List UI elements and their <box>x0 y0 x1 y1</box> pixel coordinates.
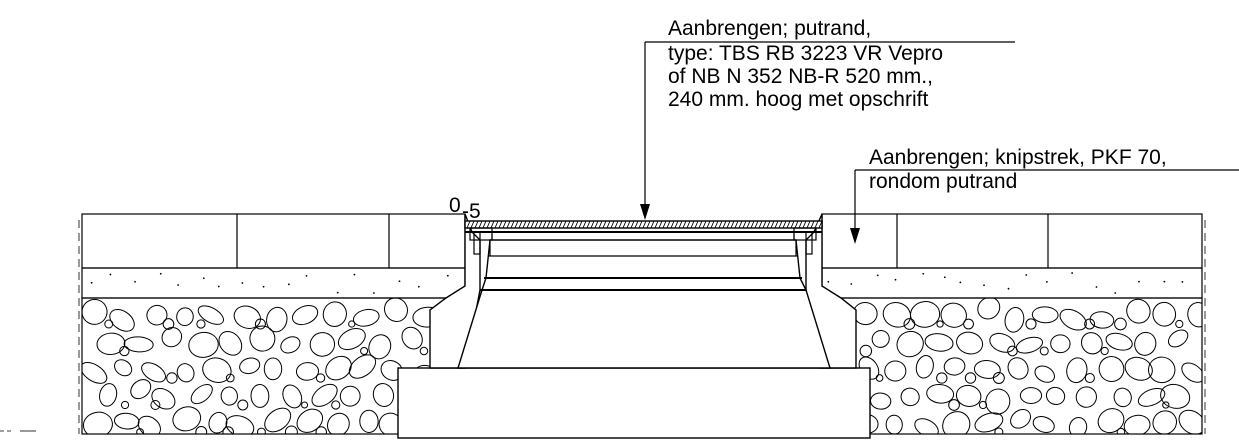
right-paving-stones <box>821 213 1203 269</box>
manhole-frame-putrand <box>464 220 823 255</box>
annotation-knipstrek: Aanbrengen; knipstrek, PKF 70, rondom pu… <box>850 146 1239 244</box>
left-shaft-wall <box>429 213 481 369</box>
knipstrek-line-2: rondom putrand <box>869 170 1017 193</box>
dimension-label: 0 -5 <box>449 194 481 223</box>
dimension-main: 0 <box>449 194 461 217</box>
left-sand-layer <box>81 267 466 299</box>
putrand-line-2: type: TBS RB 3223 VR Vepro <box>668 42 943 65</box>
right-pavement <box>821 213 1206 434</box>
right-gravel-layer <box>821 297 1203 435</box>
sand-dots <box>90 272 1184 294</box>
inner-cone <box>457 239 831 369</box>
left-paving-stones <box>81 213 466 269</box>
dimension-sub: -5 <box>462 200 481 223</box>
annotation-putrand: Aanbrengen; putrand, type: TBS RB 3223 V… <box>640 17 1015 220</box>
knipstrek-line-1: Aanbrengen; knipstrek, PKF 70, <box>869 146 1167 169</box>
arrowhead-putrand <box>640 204 650 220</box>
right-sand-layer <box>821 267 1203 299</box>
manhole-body <box>397 213 871 439</box>
grating-top <box>464 220 823 229</box>
putrand-line-1: Aanbrengen; putrand, <box>668 17 871 40</box>
concrete-base <box>397 367 871 439</box>
putrand-line-3: of NB N 352 NB-R 520 mm., <box>668 65 933 88</box>
putrand-line-4: 240 mm. hoog met opschrift <box>668 88 928 111</box>
arrowhead-knipstrek <box>850 228 860 244</box>
